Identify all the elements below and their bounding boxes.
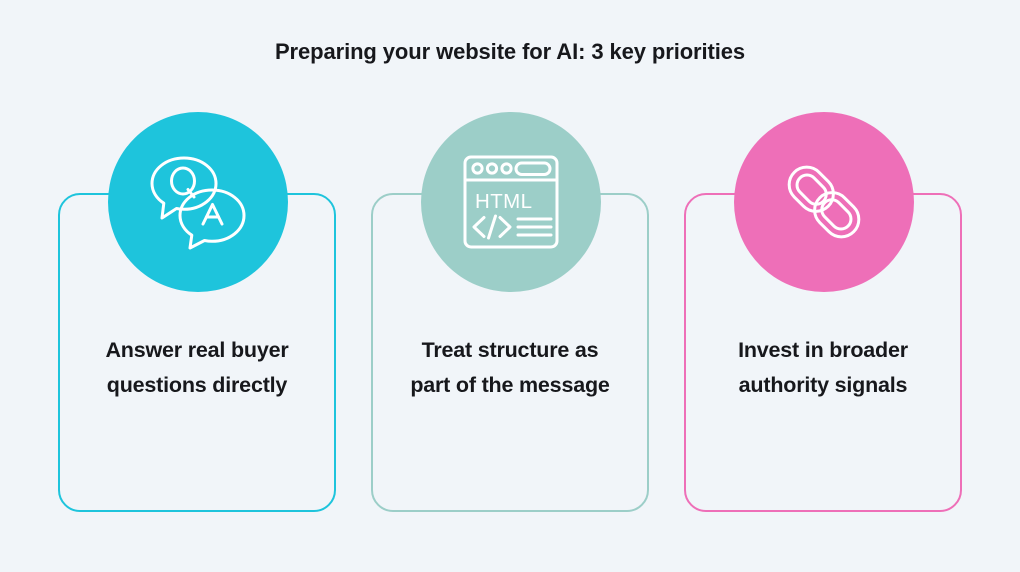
- priority-card-2-icon-circle: HTML: [421, 112, 601, 292]
- priority-card-3: Invest in broader authority signals: [684, 193, 962, 512]
- priority-card-2-label: Treat structure as part of the message: [410, 338, 610, 397]
- priority-card-1-label: Answer real buyer questions directly: [105, 338, 289, 397]
- html-browser-window-icon: HTML: [461, 153, 561, 251]
- priority-card-3-icon-circle: [734, 112, 914, 292]
- priority-card-1: Answer real buyer questions directly: [58, 193, 336, 512]
- priority-card-3-label: Invest in broader authority signals: [738, 338, 908, 397]
- svg-text:HTML: HTML: [475, 190, 532, 213]
- page-title: Preparing your website for AI: 3 key pri…: [274, 39, 746, 64]
- priority-card-1-icon-circle: [108, 112, 288, 292]
- qa-speech-bubbles-icon: [146, 152, 250, 252]
- chain-link-icon: [776, 154, 872, 250]
